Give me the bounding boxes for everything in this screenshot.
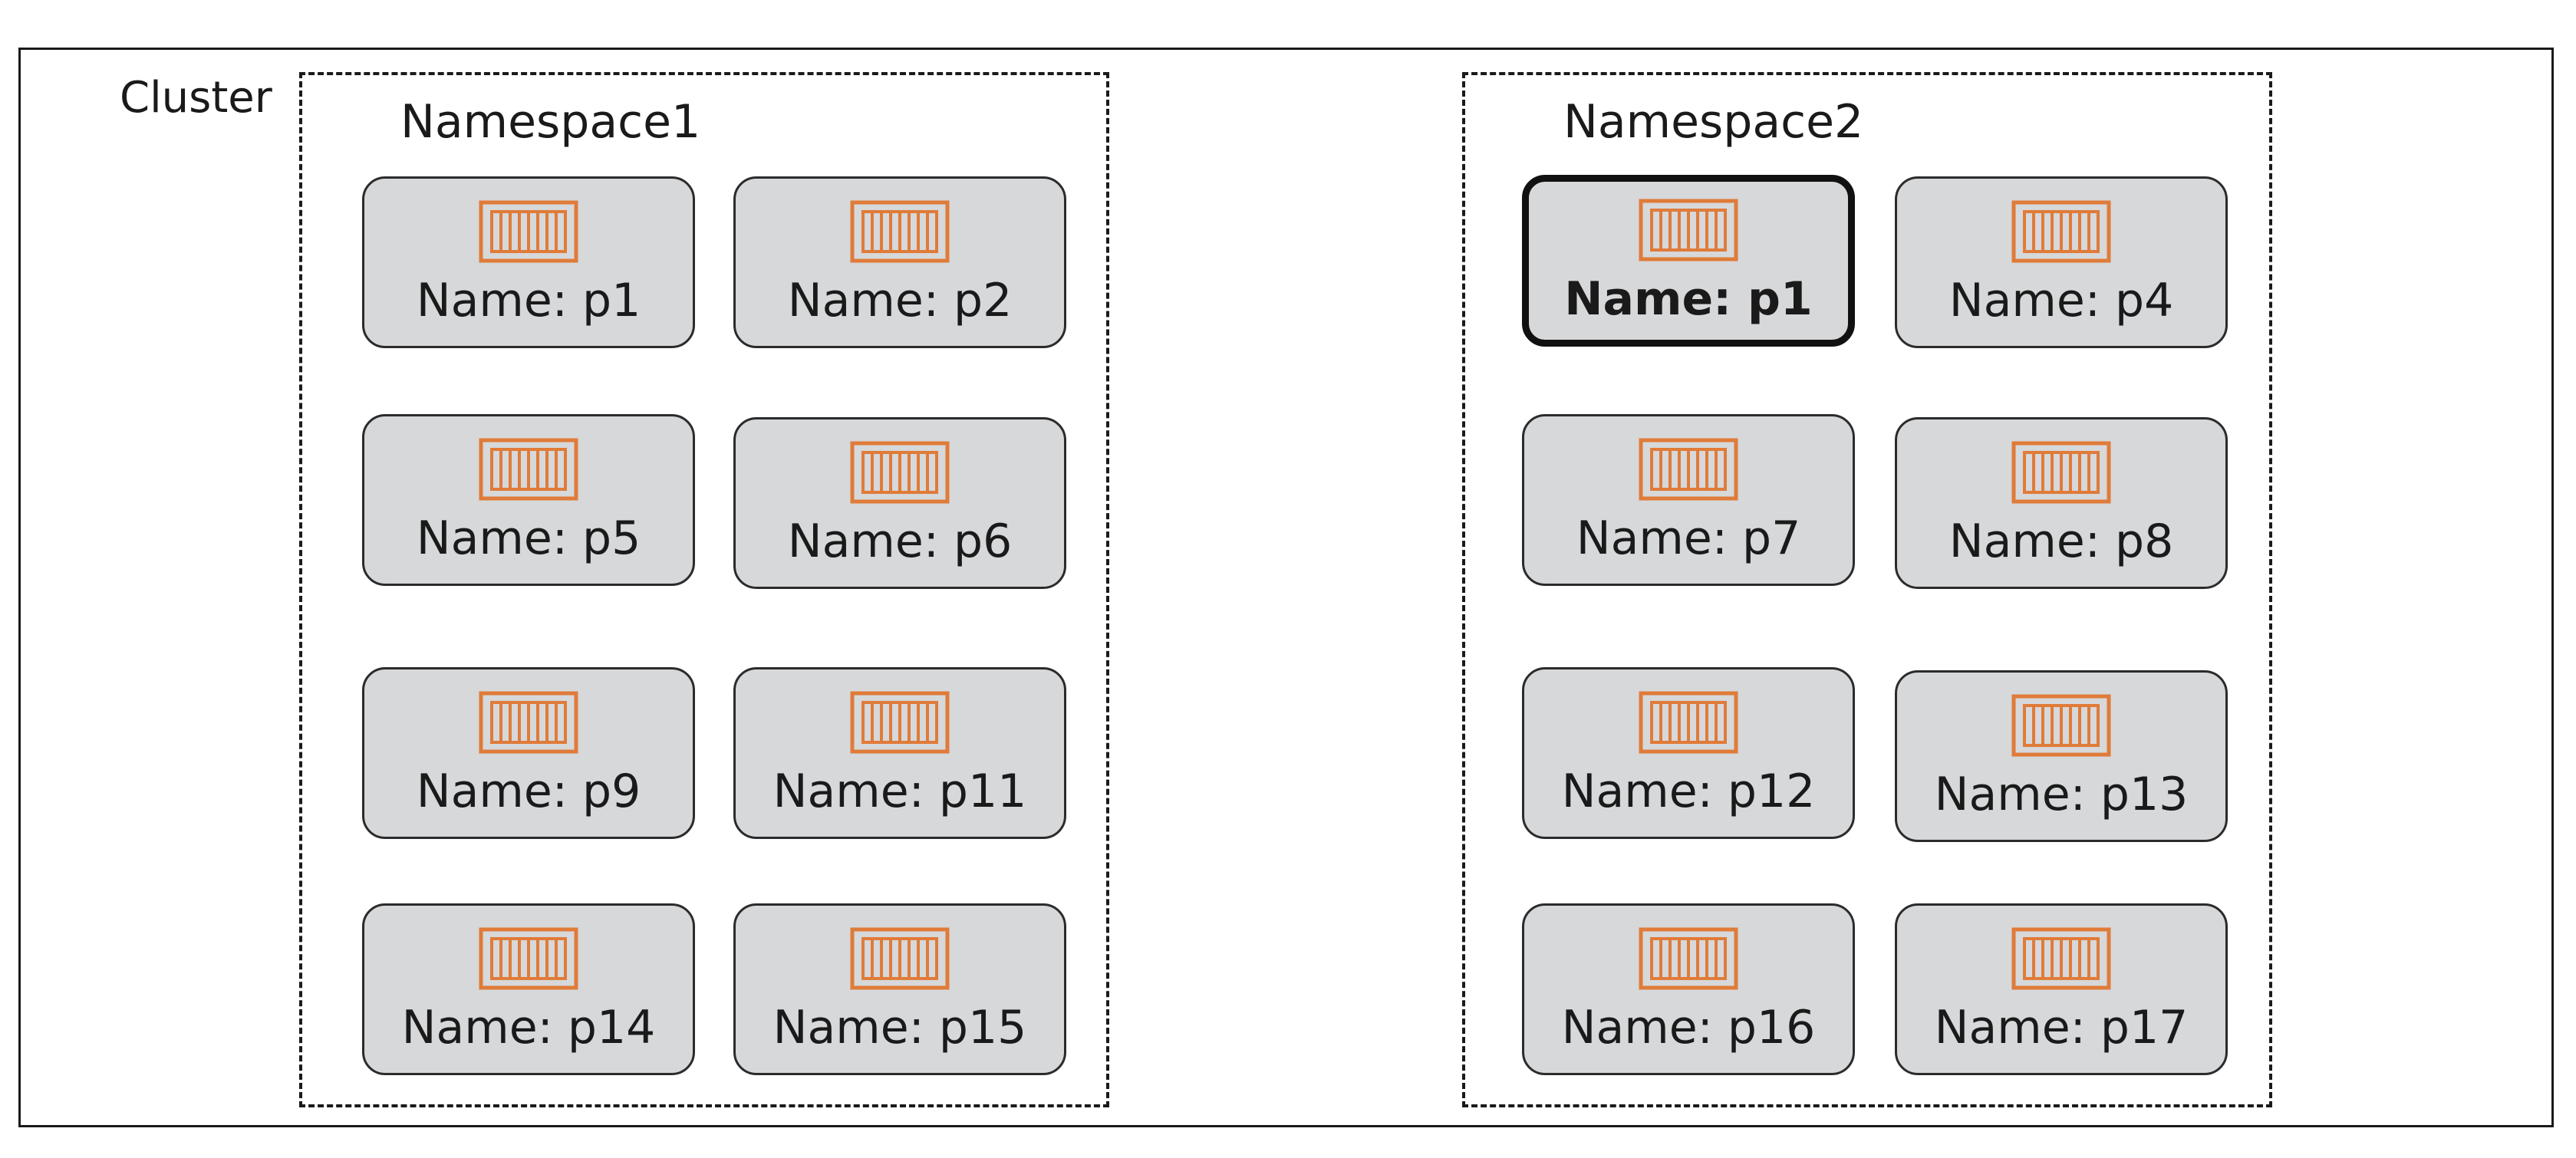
pod-name: Name: p1 [1564,272,1813,326]
container-icon [479,438,578,501]
pod-card[interactable]: Name: p15 [733,903,1066,1075]
pod-name: Name: p13 [1934,768,2189,821]
pod-name: Name: p9 [416,765,641,818]
pod-name: Name: p7 [1576,512,1801,565]
pod-name: Name: p5 [416,512,641,565]
container-icon [1639,691,1738,754]
pod-card[interactable]: Name: p6 [733,417,1066,589]
container-icon [850,927,950,990]
pod-name: Name: p15 [772,1001,1027,1054]
pod-name: Name: p12 [1561,765,1816,818]
pod-card[interactable]: Name: p12 [1522,667,1855,839]
namespace-box-2: Namespace2 [1462,72,2272,1107]
container-icon [1639,438,1738,501]
pod-name: Name: p11 [772,765,1027,818]
container-icon [2011,927,2111,990]
pod-name: Name: p8 [1948,515,2174,568]
container-icon [479,927,578,990]
container-icon [2011,441,2111,504]
pod-card[interactable]: Name: p16 [1522,903,1855,1075]
container-icon [850,200,950,263]
pod-name: Name: p17 [1934,1001,2189,1054]
pod-name: Name: p4 [1948,274,2174,327]
container-icon [850,691,950,754]
container-icon [2011,694,2111,757]
cluster-label: Cluster [120,73,272,123]
pod-name: Name: p14 [401,1001,656,1054]
namespace-label: Namespace1 [400,95,701,149]
namespace-box-1: Namespace1 [299,72,1109,1107]
container-icon [479,691,578,754]
pod-name: Name: p1 [416,274,641,327]
container-icon [850,441,950,504]
pod-card[interactable]: Name: p13 [1895,670,2228,842]
cluster-boundary [18,48,2554,1127]
pod-card[interactable]: Name: p11 [733,667,1066,839]
container-icon [1639,927,1738,990]
pod-card[interactable]: Name: p7 [1522,414,1855,586]
pod-name: Name: p6 [787,515,1013,568]
pod-card[interactable]: Name: p9 [362,667,695,839]
pod-card[interactable]: Name: p17 [1895,903,2228,1075]
container-icon [2011,200,2111,263]
pod-card[interactable]: Name: p5 [362,414,695,586]
pod-card[interactable]: Name: p2 [733,176,1066,348]
container-icon [479,200,578,263]
pod-card[interactable]: Name: p8 [1895,417,2228,589]
pod-card[interactable]: Name: p14 [362,903,695,1075]
pod-name: Name: p16 [1561,1001,1816,1054]
pod-card-highlighted[interactable]: Name: p1 [1522,175,1855,347]
pod-card[interactable]: Name: p4 [1895,176,2228,348]
pod-card[interactable]: Name: p1 [362,176,695,348]
pod-name: Name: p2 [787,274,1013,327]
namespace-label: Namespace2 [1563,95,1864,149]
container-icon [1639,199,1738,262]
